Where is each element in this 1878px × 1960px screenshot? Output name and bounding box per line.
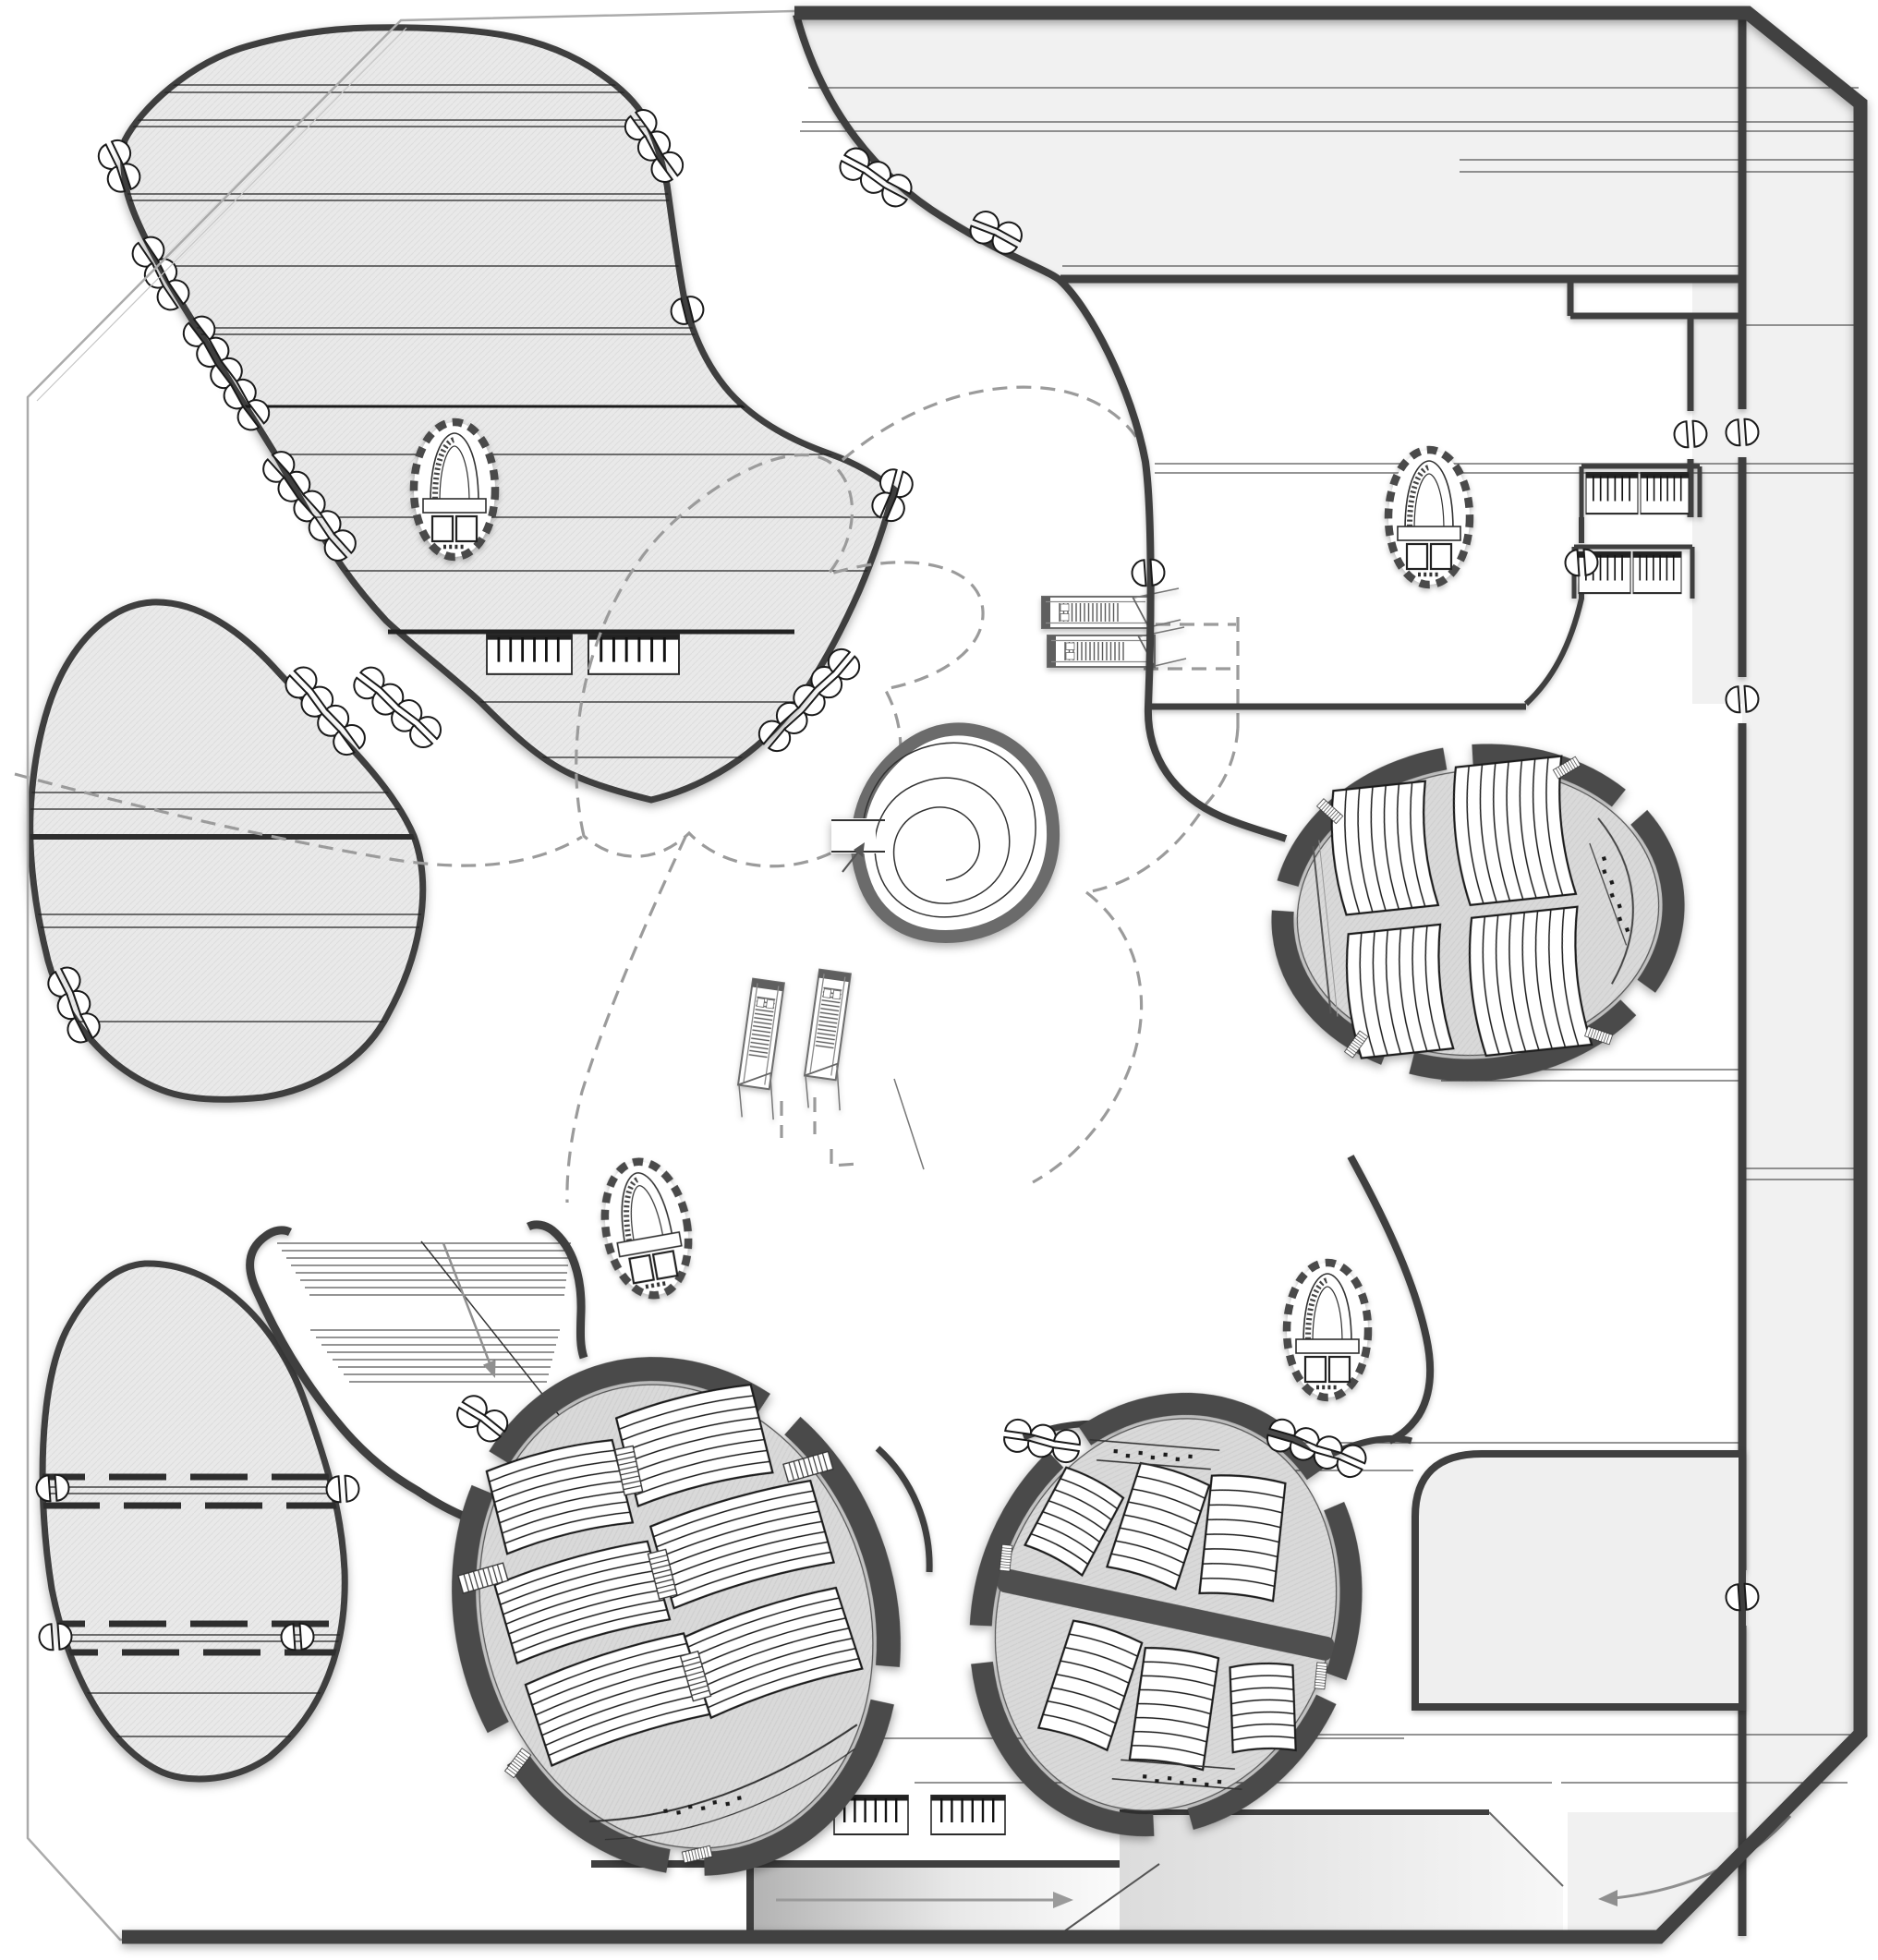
seat-block — [1024, 1466, 1125, 1578]
pivot-door-icon — [366, 677, 410, 721]
plaza-boundary-wall-upper — [793, 13, 1288, 842]
south-entry — [591, 1796, 1792, 1937]
seat-block — [1345, 923, 1455, 1059]
pivot-door-icon — [324, 1473, 361, 1505]
escalator-guide-line — [893, 1078, 925, 1170]
spiral-entrance-gap — [831, 818, 876, 853]
seat-block — [1036, 1619, 1144, 1752]
seat-block — [1468, 905, 1593, 1058]
auditorium-southeast-ring — [969, 1392, 1363, 1837]
zone-top-right — [796, 17, 1859, 279]
seat-block — [1198, 1474, 1287, 1603]
wc-combs-east — [1579, 473, 1689, 593]
wc-room-west-wall — [1523, 517, 1584, 707]
seat-block — [1452, 755, 1578, 907]
curved-ramp-arrow-head — [1598, 1890, 1618, 1906]
site-boundary-offset — [36, 27, 407, 402]
escalator-bank-center — [733, 968, 860, 1123]
stair-core-east — [1287, 1263, 1368, 1397]
stage-edge — [1597, 817, 1634, 985]
seat-block — [614, 1383, 774, 1508]
zone-east-corridor — [1568, 279, 1859, 1936]
spiral-walkway — [861, 742, 1036, 918]
pivot-door-icon — [347, 661, 391, 705]
zone-diagonal — [1488, 1811, 1564, 1887]
stage-edge-north — [1089, 1438, 1220, 1470]
auditorium-southeast — [969, 1392, 1363, 1837]
seat-block — [485, 1438, 635, 1555]
link-wall-1 — [875, 1446, 933, 1573]
divider-wall — [997, 1568, 1335, 1661]
down-arrow-head — [482, 1360, 496, 1378]
stage-ticks — [1601, 855, 1630, 933]
seat-block — [1128, 1647, 1220, 1772]
wc-comb-south-2 — [931, 1796, 1005, 1834]
zone-fills — [796, 17, 1859, 1936]
seat-block — [493, 1540, 672, 1665]
escalator — [1047, 626, 1187, 668]
escalator — [799, 968, 860, 1114]
ramp-walls — [591, 1860, 1120, 1936]
escalator — [1041, 587, 1181, 629]
stair-core-northeast — [1388, 450, 1470, 585]
pivot-door-icon — [1672, 418, 1709, 450]
interior-walls — [793, 13, 1747, 1936]
down-arrow-line — [442, 1242, 495, 1373]
hall-southwest — [39, 1260, 348, 1783]
stage-ticks — [663, 1796, 742, 1815]
room-southeast — [1412, 1450, 1746, 1711]
seat-block — [1330, 780, 1440, 916]
hall-southwest-partitions — [42, 1263, 345, 1780]
stair-core-center — [595, 1155, 698, 1301]
ramp-break-line — [1057, 1863, 1160, 1937]
stage-edge — [588, 1724, 858, 1822]
seat-block — [683, 1586, 864, 1720]
pivot-door-icon — [37, 1621, 74, 1652]
circulation-dashed-paths — [14, 385, 1240, 1204]
auditorium-east — [1271, 744, 1685, 1082]
escalator — [733, 977, 794, 1123]
seat-block — [1105, 1461, 1211, 1591]
auditorium-south — [452, 1357, 901, 1876]
auditorium-south-ring — [452, 1357, 901, 1876]
stage-ticks — [1142, 1774, 1222, 1787]
stage-edge-south — [1111, 1759, 1242, 1791]
building-perimeter-wall — [122, 6, 1868, 1944]
step-treads — [277, 1242, 571, 1383]
zone-bottom-ramp-side — [1120, 1812, 1563, 1936]
curved-ramp-arrow — [1605, 1815, 1792, 1901]
wc-room-walls — [1571, 464, 1702, 599]
wc-comb-hall-nw-left — [487, 635, 572, 674]
auditorium-southeast-content — [997, 1438, 1335, 1791]
seat-block — [648, 1479, 836, 1610]
spiral-outer-wall — [851, 722, 1060, 943]
terraced-steps — [246, 1220, 588, 1523]
stage-ticks — [1113, 1448, 1193, 1462]
stair-core-northwest — [414, 422, 495, 557]
auditorium-east-ring — [1271, 744, 1685, 1082]
spiral-ramp — [831, 722, 1060, 943]
escalator-bank-north — [1041, 587, 1187, 668]
seat-block — [1229, 1662, 1297, 1754]
wc-comb-hall-nw-right — [588, 635, 679, 674]
steps-east-wall — [526, 1220, 588, 1360]
pivot-door-icon — [385, 694, 428, 738]
step-edge-line — [420, 1240, 585, 1447]
spiral-entry-arrow-head — [854, 842, 865, 857]
ramp-arrow-head — [1053, 1892, 1073, 1908]
plaza-boundary-wall-lower — [1347, 1155, 1435, 1445]
pivot-door-icon — [404, 710, 447, 754]
steps-west-wall — [246, 1226, 471, 1523]
